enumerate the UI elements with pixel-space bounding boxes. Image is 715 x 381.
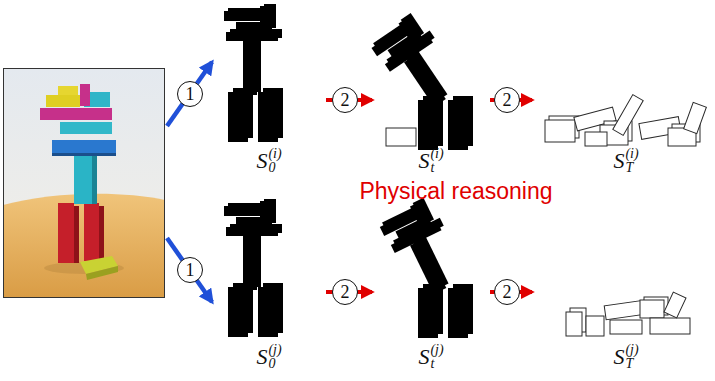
state-figure: S(i)t <box>372 2 490 180</box>
title-note: Physical reasoning <box>359 179 552 204</box>
scene-photo-part <box>74 152 92 204</box>
subscript: 0 <box>268 161 281 176</box>
perception-arrow <box>167 62 212 302</box>
state-falling-i <box>368 10 473 150</box>
perception-arrow-part <box>167 238 212 302</box>
step-circle: 1 <box>177 81 203 107</box>
superscript: (i) <box>625 147 638 162</box>
scene-photo-part <box>46 95 80 107</box>
state-label: S(i)T <box>532 147 715 176</box>
step-number: 2 <box>503 91 512 109</box>
index-stack: (i)T <box>625 147 638 176</box>
state-final-i <box>545 95 706 146</box>
scene-photo-part <box>99 206 104 261</box>
state-figure: S(j)T <box>532 194 715 376</box>
state-label: S(j)0 <box>212 343 326 372</box>
step-number: 2 <box>341 91 350 109</box>
state-final-j <box>566 292 690 336</box>
scene-photo-part <box>40 108 112 120</box>
state-final-j-part <box>664 292 686 318</box>
scene-photo-part <box>58 203 74 263</box>
scene-photo-part <box>58 86 78 95</box>
scene-photo-part <box>84 203 99 261</box>
state-final-j-part <box>650 318 690 334</box>
step-number: 1 <box>186 261 195 279</box>
superscript: (j) <box>625 343 638 358</box>
state-initial-j <box>224 199 283 337</box>
step-circle: 1 <box>177 257 203 283</box>
state-figure: S(i)T <box>532 2 715 180</box>
state-symbol: S <box>613 345 624 369</box>
superscript: (j) <box>268 343 281 358</box>
scene-photo-part <box>86 266 118 280</box>
state-final-i-part <box>545 120 575 142</box>
step-circle: 2 <box>332 87 358 113</box>
state-final-i-part <box>585 132 607 146</box>
state-initial-j-part <box>228 283 283 337</box>
state-figure: S(i)0 <box>212 2 326 180</box>
step-circle: 2 <box>332 279 358 305</box>
state-final-i-part <box>613 95 643 136</box>
index-stack: (i)t <box>430 147 443 176</box>
step-circle: 2 <box>494 279 520 305</box>
scene-photo-part <box>3 194 165 298</box>
step-circle: 2 <box>494 87 520 113</box>
state-symbol: S <box>613 149 624 173</box>
subscript: t <box>430 161 443 176</box>
state-label: S(i)t <box>372 147 490 176</box>
state-initial-i-part <box>224 4 282 95</box>
scene-photo-part <box>74 206 79 263</box>
state-label: S(j)t <box>372 343 490 372</box>
state-initial-i <box>224 4 283 142</box>
index-stack: (j)0 <box>268 343 281 372</box>
state-falling-i-part <box>368 10 467 118</box>
state-initial-i-part <box>228 88 283 142</box>
state-figure: S(j)0 <box>212 194 326 376</box>
scene-photo-part <box>60 122 112 134</box>
state-falling-j-part <box>377 195 469 302</box>
state-final-j-part <box>640 300 664 318</box>
step-number: 2 <box>503 283 512 301</box>
index-stack: (j)T <box>625 343 638 372</box>
scene-photo-part <box>92 154 97 204</box>
state-falling-i-part <box>386 128 416 146</box>
state-figure: S(j)t <box>372 194 490 376</box>
state-symbol: S <box>418 345 429 369</box>
index-stack: (j)t <box>430 343 443 372</box>
state-final-i-part <box>684 102 707 133</box>
step-number: 2 <box>341 283 350 301</box>
state-falling-j-part <box>418 284 473 338</box>
scene-photo <box>3 68 165 298</box>
superscript: (i) <box>268 147 281 162</box>
state-symbol: S <box>418 149 429 173</box>
perception-arrow-part <box>167 62 212 126</box>
state-symbol: S <box>256 345 267 369</box>
state-falling-i-part <box>418 96 473 150</box>
state-falling-j <box>377 195 473 338</box>
scene-photo-part <box>80 84 90 106</box>
state-label: S(i)0 <box>212 147 326 176</box>
step-number: 1 <box>186 85 195 103</box>
subscript: t <box>430 357 443 372</box>
index-stack: (i)0 <box>268 147 281 176</box>
scene-photo-part <box>3 68 165 298</box>
state-label: S(j)T <box>532 343 715 372</box>
subscript: T <box>625 161 638 176</box>
state-initial-j-part <box>224 199 282 290</box>
subscript: T <box>625 357 638 372</box>
state-final-j-part <box>610 320 642 334</box>
superscript: (i) <box>430 147 443 162</box>
subscript: 0 <box>268 357 281 372</box>
superscript: (j) <box>430 343 443 358</box>
scene-photo-part <box>4 69 165 298</box>
state-final-j-part <box>566 312 582 336</box>
scene-photo-part <box>52 153 116 156</box>
state-final-j-part <box>586 316 604 336</box>
state-symbol: S <box>256 149 267 173</box>
scene-photo-part <box>52 140 116 153</box>
